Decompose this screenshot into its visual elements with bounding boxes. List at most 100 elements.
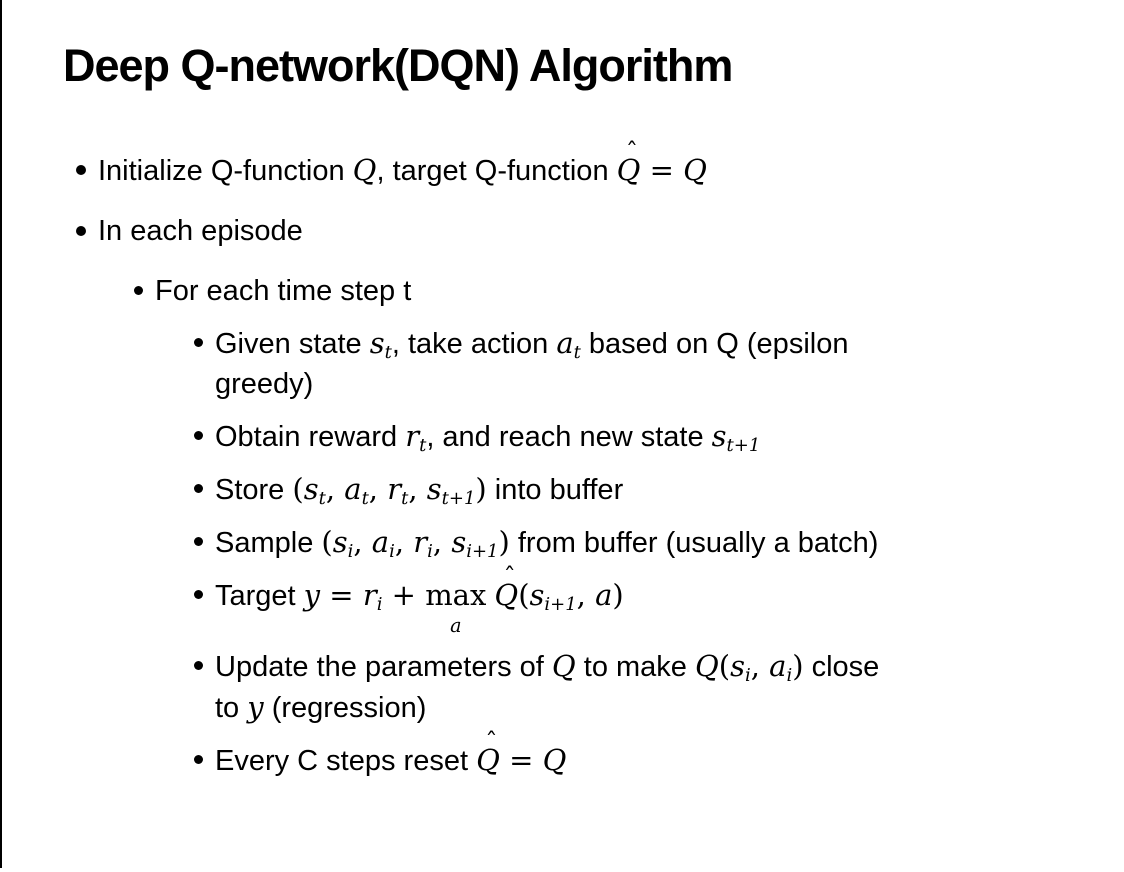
math-var-subscripted: si xyxy=(332,525,354,563)
text-run: For each time step t xyxy=(155,275,412,307)
math-var-subscripted: st xyxy=(303,472,326,510)
text-run: , and reach new state xyxy=(426,421,712,453)
math-var: Q xyxy=(494,578,519,612)
bullet-item: Update the parameters of Q to make Q(si,… xyxy=(194,646,1078,728)
math-operator: ) xyxy=(498,525,510,559)
math-var-subscripted: si xyxy=(730,649,751,687)
math-var-subscripted: si+1 xyxy=(529,578,577,616)
math-var-subscripted: st xyxy=(369,326,392,364)
math-operator: , xyxy=(368,472,388,506)
math-subscript: t xyxy=(401,488,409,510)
bullet-dot-icon xyxy=(194,590,203,599)
bullet-text: Store (st, at, rt, st+1) into buffer xyxy=(215,469,623,510)
math-subscript: i xyxy=(389,541,395,563)
math-subscript: t xyxy=(573,342,581,364)
math-subscript: i xyxy=(744,665,751,687)
math-subscript: t xyxy=(318,488,326,510)
bullet-dot-icon xyxy=(194,661,203,671)
bullet-text: In each episode xyxy=(98,211,303,251)
math-var-subscripted: ai xyxy=(371,525,395,563)
math-subscript: i xyxy=(347,541,354,563)
text-run: greedy) xyxy=(215,368,314,400)
bullet-text: Initialize Q-function Q, target Q-functi… xyxy=(98,139,707,191)
bullet-item: For each time step t xyxy=(134,271,1078,311)
bullet-text: For each time step t xyxy=(155,271,411,311)
bullet-text: Sample (si, ai, ri, si+1) from buffer (u… xyxy=(215,522,878,563)
text-run: Store xyxy=(215,474,293,506)
bullet-item: Given state st, take action at based on … xyxy=(194,323,1078,404)
bullet-dot-icon xyxy=(194,484,203,493)
math-subscript: i+1 xyxy=(544,594,577,616)
max-label: max xyxy=(425,578,487,612)
hat-accent-icon: ˆ xyxy=(485,727,498,757)
slide-left-border-line xyxy=(0,0,2,868)
math-operator: = xyxy=(320,578,363,612)
max-under-var: a xyxy=(450,614,462,637)
math-subscript: t xyxy=(361,488,369,510)
math-operator: , xyxy=(394,525,414,559)
text-run: Sample xyxy=(215,527,322,559)
bullet-item: Store (st, at, rt, st+1) into buffer xyxy=(194,469,1078,510)
math-operator: ( xyxy=(321,525,333,559)
math-operator: , xyxy=(408,472,427,506)
math-var: Q xyxy=(476,743,500,778)
math-var-subscripted: rt xyxy=(387,472,409,510)
bullet-item: In each episode xyxy=(76,211,1078,251)
bullet-dot-icon xyxy=(134,286,143,295)
bullet-item: Initialize Q-function Q, target Q-functi… xyxy=(76,139,1078,191)
bullet-dot-icon xyxy=(76,165,86,175)
math-var: a xyxy=(595,578,613,612)
text-run: In each episode xyxy=(98,215,303,247)
math-subscript: t+1 xyxy=(441,488,476,510)
math-var-subscripted: st+1 xyxy=(711,419,761,457)
math-subscript: i xyxy=(376,594,383,616)
math-var: Q xyxy=(551,649,576,684)
text-run: close xyxy=(803,651,880,684)
math-operator: ( xyxy=(518,578,530,612)
text-run: Obtain reward xyxy=(215,421,406,453)
math-var-subscripted: at xyxy=(556,326,581,364)
bullet-list: Initialize Q-function Q, target Q-functi… xyxy=(0,139,1078,793)
math-subscript: i xyxy=(427,541,433,563)
math-subscript: t xyxy=(419,435,427,457)
bullet-item: Obtain reward rt, and reach new state st… xyxy=(194,416,1078,457)
math-var: Q xyxy=(694,649,719,684)
math-var: y xyxy=(303,578,321,612)
math-var-subscripted: ai xyxy=(769,649,793,687)
math-var: Q xyxy=(616,153,641,187)
math-operator: ( xyxy=(718,649,731,684)
text-run: , take action xyxy=(391,328,557,360)
math-operator: ) xyxy=(792,649,804,684)
math-var: Q xyxy=(542,743,567,778)
math-operator: , xyxy=(432,525,452,559)
text-run: into buffer xyxy=(486,474,624,506)
text-run: Given state xyxy=(215,328,370,360)
math-operator: , xyxy=(325,472,345,506)
math-var-subscripted: at xyxy=(344,472,369,510)
math-operator: , xyxy=(576,578,596,612)
text-run: from buffer (usually a batch) xyxy=(509,527,879,559)
slide-title: Deep Q-network(DQN) Algorithm xyxy=(63,40,733,91)
math-subscript: t+1 xyxy=(726,435,761,457)
text-run: , target Q-function xyxy=(376,155,617,187)
text-run: to make xyxy=(575,651,695,684)
text-run: Update the parameters of xyxy=(215,651,552,684)
math-operator: , xyxy=(353,525,372,559)
bullet-dot-icon xyxy=(194,755,203,765)
math-var-subscripted: ri xyxy=(362,578,383,616)
math-operator: ) xyxy=(612,578,624,612)
bullet-text: Obtain reward rt, and reach new state st… xyxy=(215,416,760,457)
math-operator: + xyxy=(382,578,426,612)
text-run: based on Q (epsilon xyxy=(580,328,849,360)
math-operator: , xyxy=(750,649,770,684)
math-operator: ( xyxy=(292,472,304,506)
